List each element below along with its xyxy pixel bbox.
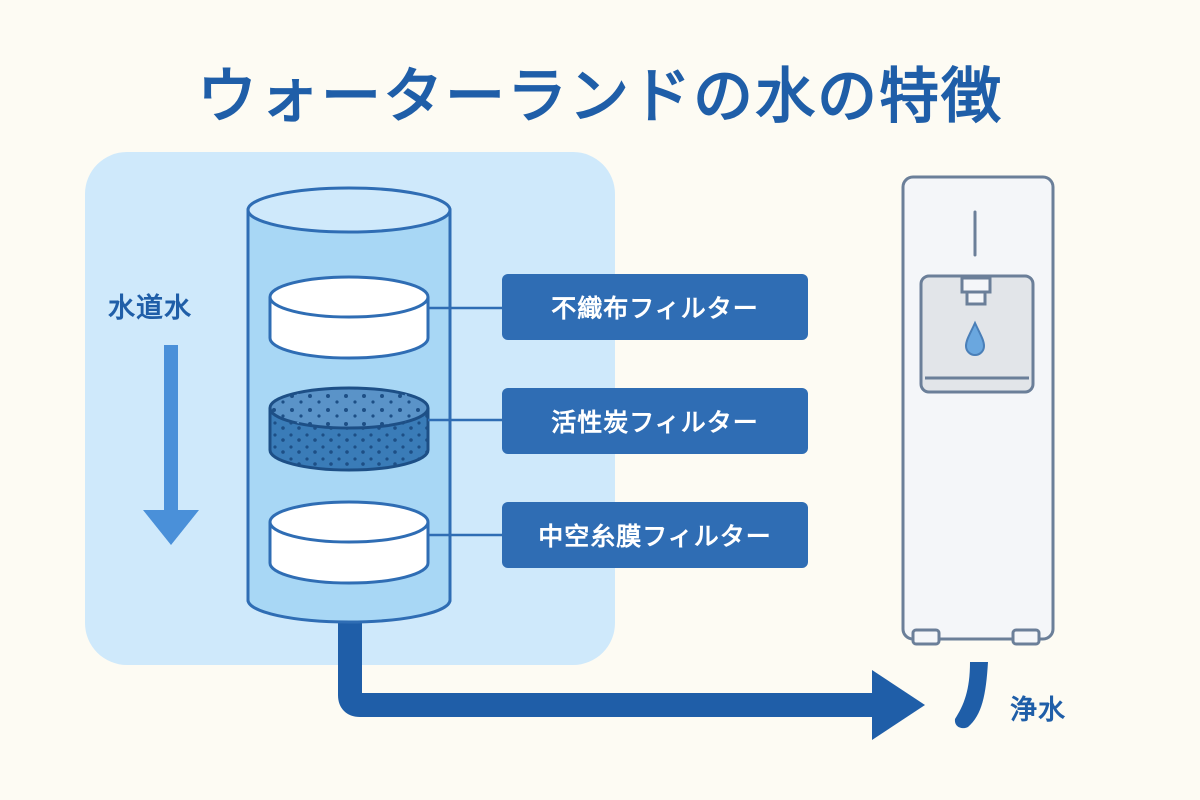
water-drop-icon xyxy=(964,320,986,356)
water-dispenser-icon xyxy=(901,175,1055,646)
page-title: ウォーターランドの水の特徴 xyxy=(197,62,1003,132)
hollow-fiber-filter-disc xyxy=(268,500,430,585)
arrow-down-icon xyxy=(143,345,199,545)
connector-lines xyxy=(428,306,502,537)
nonwoven-filter-disc xyxy=(268,275,430,360)
water-stream-icon xyxy=(954,662,988,729)
purified-water-label: 浄水 xyxy=(1010,695,1066,726)
tap-water-label: 水道水 xyxy=(108,293,192,324)
filter-tag-hollow-fiber: 中空糸膜フィルター xyxy=(502,502,808,568)
pipe-arrow-icon xyxy=(338,612,925,740)
filter-tag-activated-carbon: 活性炭フィルター xyxy=(502,388,808,454)
carbon-filter-disc xyxy=(268,386,430,472)
filter-tag-nonwoven: 不織布フィルター xyxy=(502,274,808,340)
